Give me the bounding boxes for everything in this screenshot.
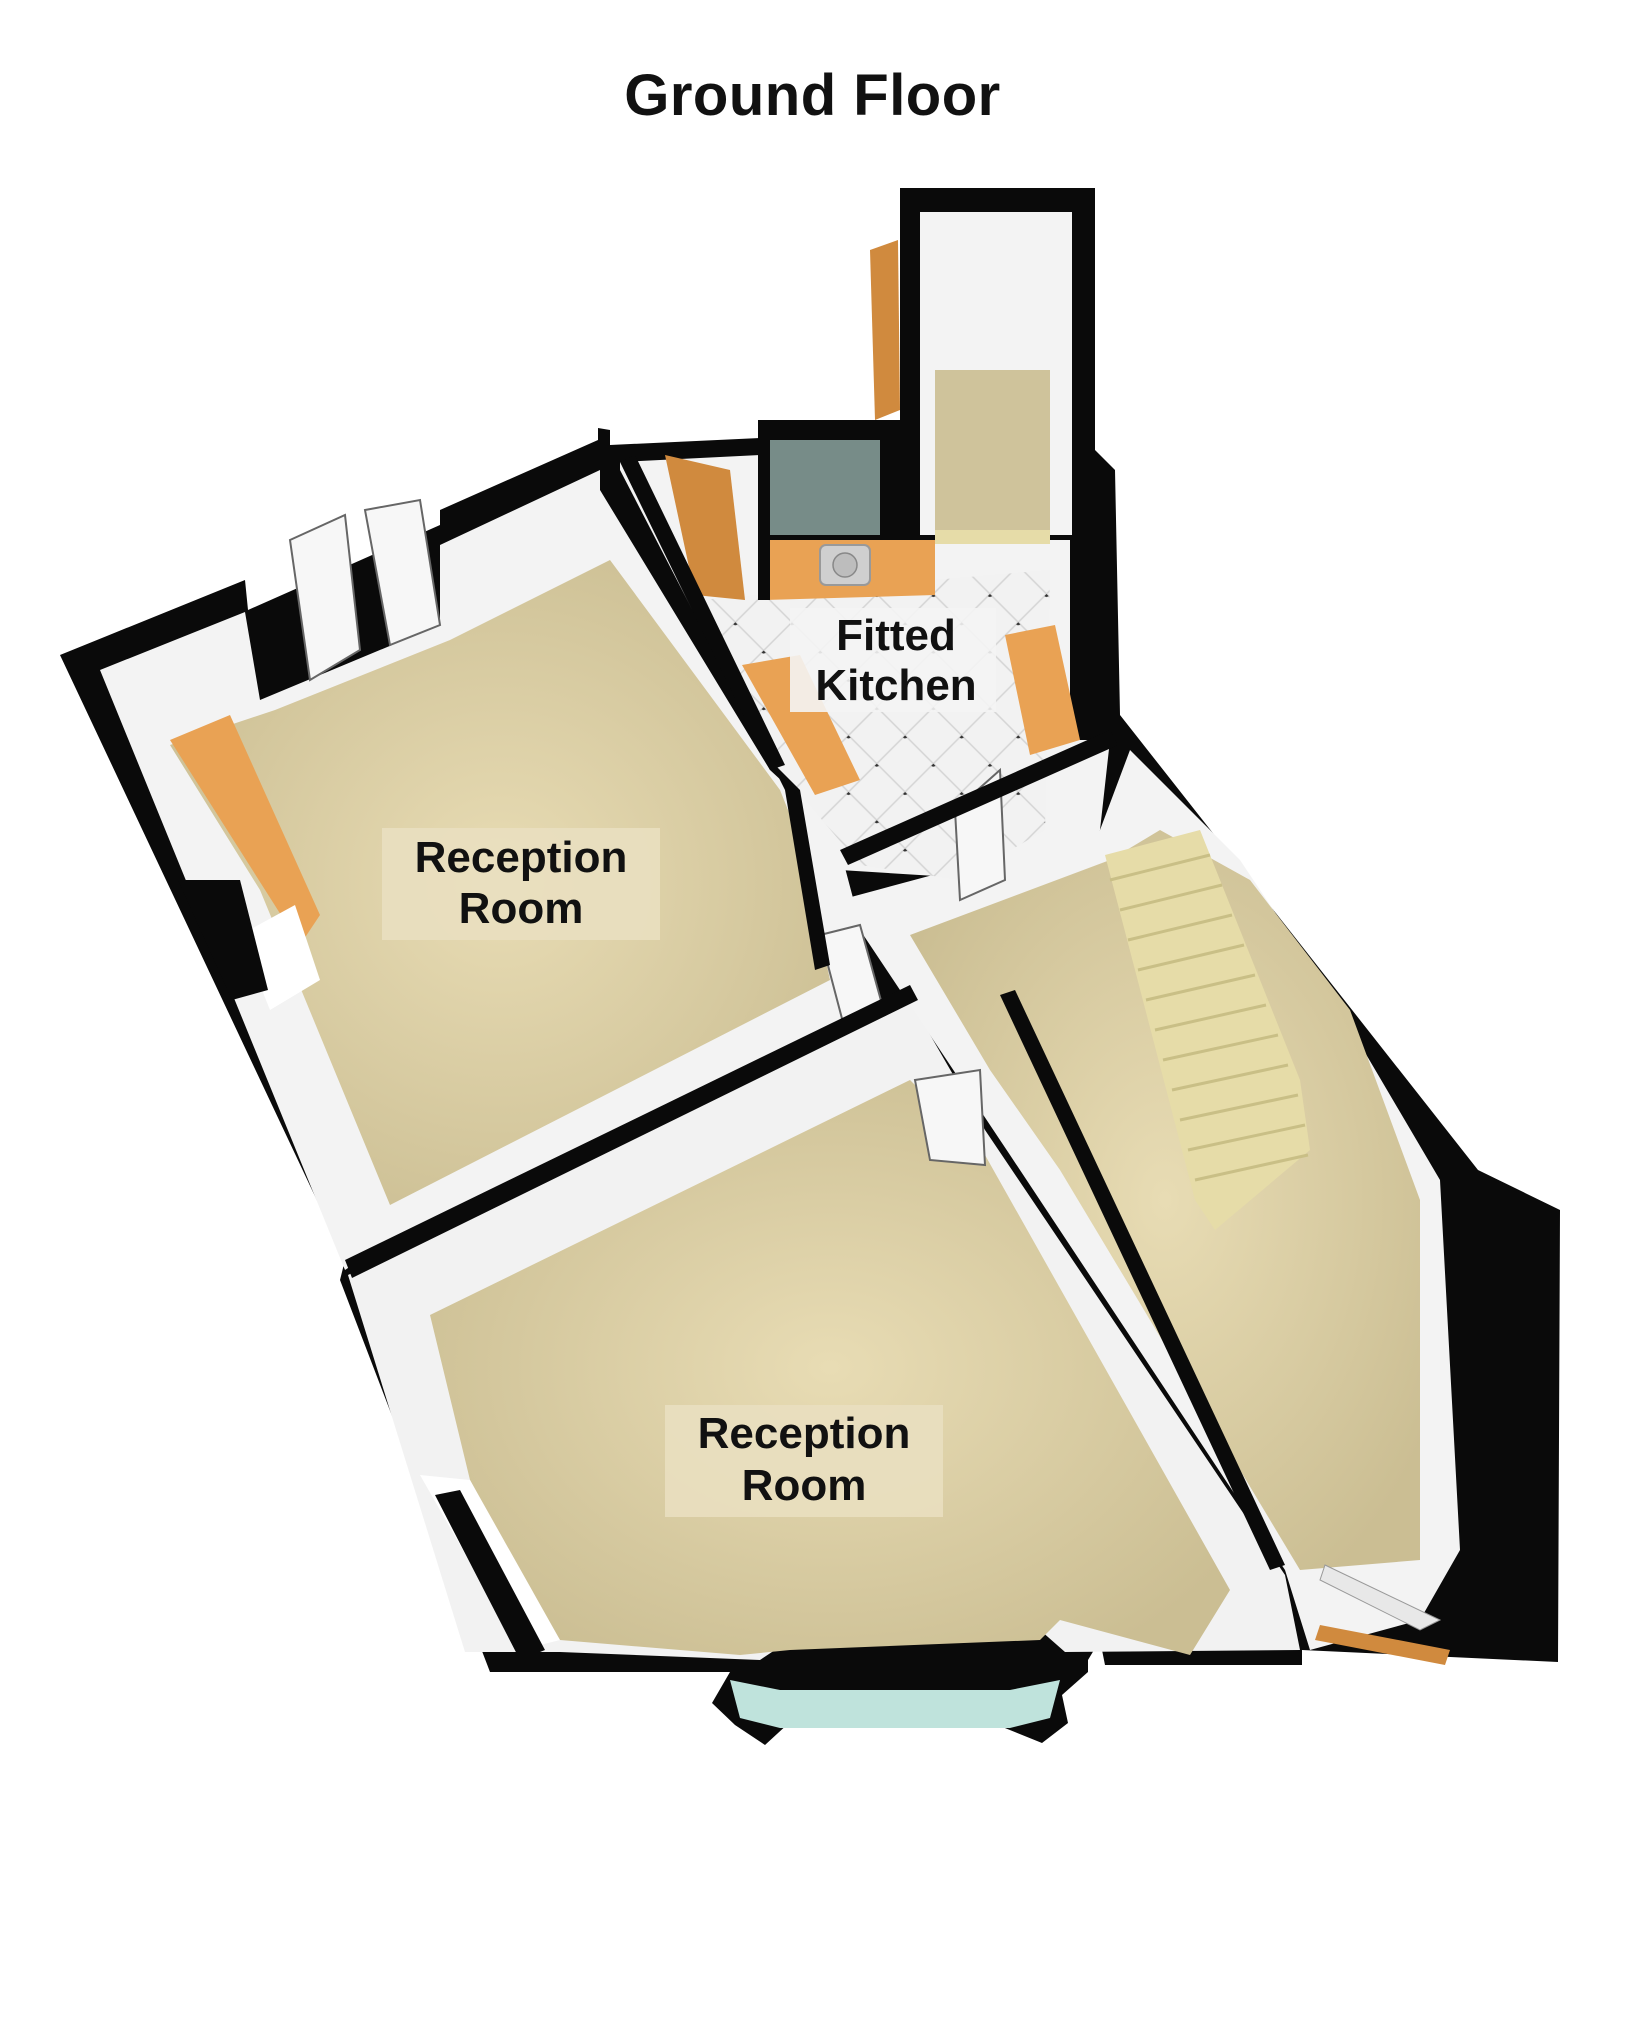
floor-title: Ground Floor bbox=[624, 63, 1001, 128]
utility-passage bbox=[920, 212, 1072, 544]
reception-room-lower bbox=[348, 1000, 1300, 1660]
french-door-left bbox=[288, 513, 362, 682]
reception-lower-line1: Reception bbox=[698, 1409, 911, 1458]
kitchen-units-reception bbox=[170, 715, 320, 945]
back-door bbox=[870, 240, 900, 420]
bay-window bbox=[730, 1680, 1060, 1728]
reception-upper-line1: Reception bbox=[415, 833, 628, 882]
reception-lower-door bbox=[913, 1068, 987, 1167]
reception-lower-line2: Room bbox=[742, 1461, 867, 1510]
kitchen-side-door bbox=[665, 455, 745, 600]
hallway bbox=[840, 750, 1460, 1650]
porch-door bbox=[1319, 1564, 1442, 1631]
label-reception-upper: Reception Room bbox=[382, 828, 660, 940]
kitchen-line2: Kitchen bbox=[815, 661, 976, 710]
label-reception-lower: Reception Room bbox=[665, 1405, 943, 1517]
kitchen-line1: Fitted bbox=[836, 611, 956, 660]
french-door-right bbox=[363, 498, 442, 647]
reception-upper-line2: Room bbox=[459, 884, 584, 933]
front-door bbox=[1315, 1625, 1450, 1665]
label-kitchen: Fitted Kitchen bbox=[790, 608, 996, 712]
staircase bbox=[1105, 830, 1310, 1230]
doors bbox=[288, 240, 1450, 1665]
interior-walls bbox=[345, 420, 1285, 1570]
